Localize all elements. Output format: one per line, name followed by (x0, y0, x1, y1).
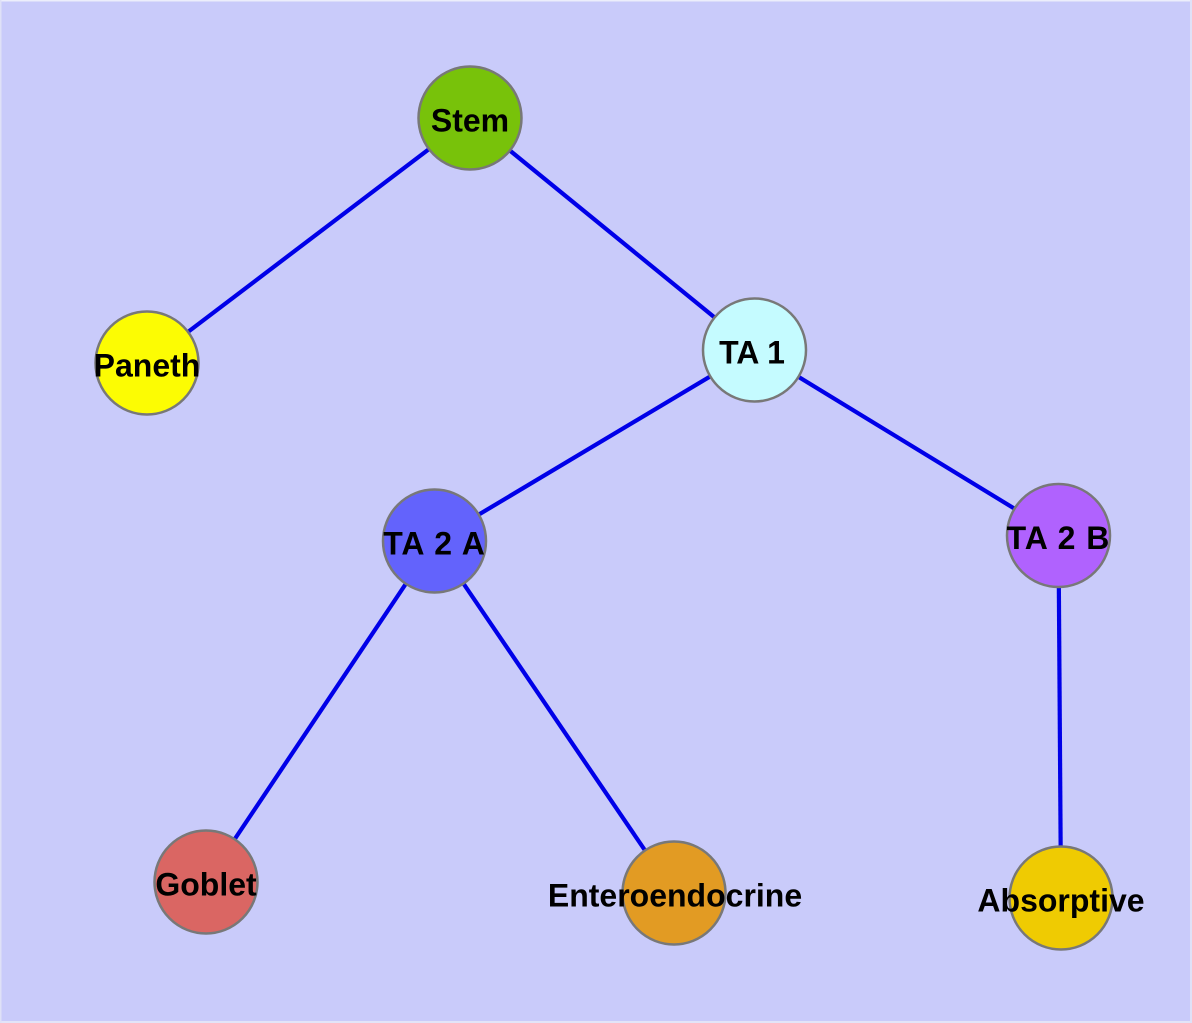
svg-text:Goblet: Goblet (155, 867, 257, 903)
svg-text:Stem: Stem (431, 103, 509, 139)
svg-text:TA 1: TA 1 (719, 335, 785, 371)
svg-text:TA 2 B: TA 2 B (1007, 520, 1111, 556)
svg-text:Absorptive: Absorptive (977, 883, 1144, 919)
svg-text:Paneth: Paneth (94, 348, 201, 384)
svg-text:Enteroendocrine: Enteroendocrine (548, 878, 802, 914)
svg-text:TA 2 A: TA 2 A (383, 526, 486, 562)
